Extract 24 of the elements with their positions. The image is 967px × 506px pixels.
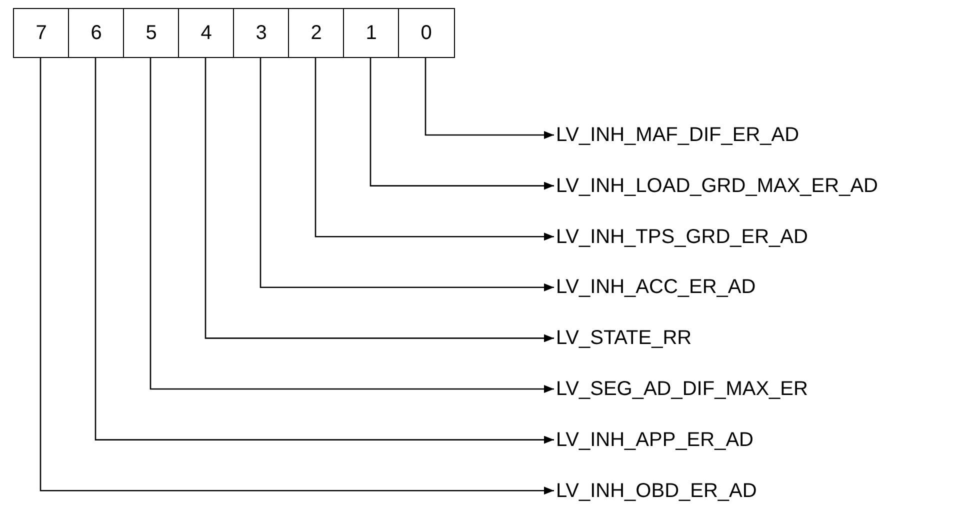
bit-cell: 2: [288, 8, 344, 58]
signal-label: LV_INH_TPS_GRD_ER_AD: [556, 224, 808, 249]
arrow: [40, 58, 554, 495]
signal-label: LV_INH_APP_ER_AD: [556, 428, 754, 452]
bit-cell: 4: [178, 8, 234, 58]
arrow: [314, 58, 554, 241]
arrow: [204, 58, 554, 342]
signal-label: LV_INH_LOAD_GRD_MAX_ER_AD: [556, 174, 878, 198]
bit-cell: 1: [343, 8, 400, 58]
bit-cell: 3: [233, 8, 290, 58]
bit-cell: 5: [123, 8, 180, 58]
arrow: [150, 58, 554, 393]
signal-label: LV_SEG_AD_DIF_MAX_ER: [556, 377, 808, 401]
arrow: [94, 58, 554, 444]
signal-label: LV_INH_MAF_DIF_ER_AD: [556, 123, 800, 147]
signal-label: LV_INH_ACC_ER_AD: [556, 275, 756, 300]
bit-cell: 7: [13, 8, 70, 58]
bit-cell: 0: [398, 8, 454, 58]
arrow: [424, 58, 554, 139]
arrow: [370, 58, 554, 190]
signal-label: LV_STATE_RR: [556, 326, 692, 350]
bit-cell: 6: [68, 8, 124, 58]
arrow: [260, 58, 554, 292]
signal-label: LV_INH_OBD_ER_AD: [556, 478, 757, 503]
